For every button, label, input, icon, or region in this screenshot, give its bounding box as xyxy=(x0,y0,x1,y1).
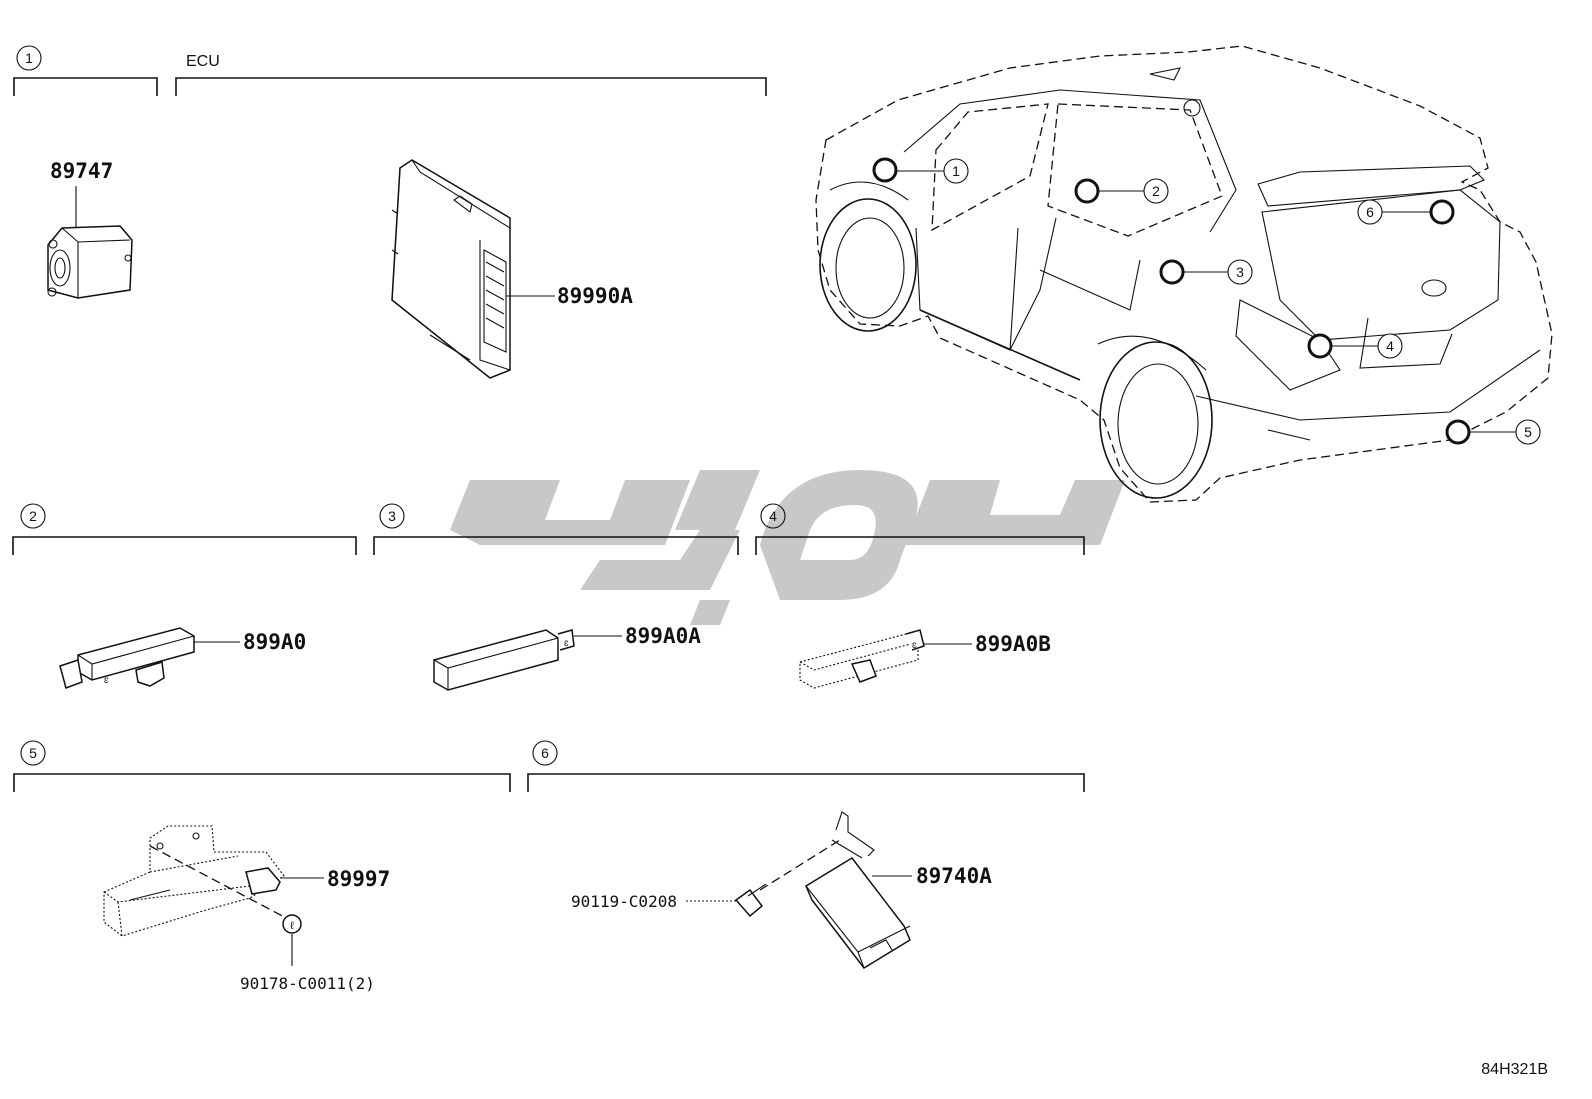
vehicle-callout-4-number: 4 xyxy=(1386,338,1394,354)
antenna-icon: ɛ xyxy=(433,629,575,691)
section-2-number: 2 xyxy=(29,508,37,524)
vehicle-callout-1-number: 1 xyxy=(952,163,960,179)
vehicle-callout-6-number: 6 xyxy=(1366,204,1374,220)
diagram-code: 84H321B xyxy=(1481,1061,1548,1078)
part-number-89990A: 89990A xyxy=(557,284,633,308)
part-899A0[interactable]: ɛ 899A0 xyxy=(59,627,306,689)
bracket-icon xyxy=(103,825,285,937)
section-1-number: 1 xyxy=(25,50,33,66)
vehicle-callout-4[interactable]: 4 xyxy=(1307,333,1403,359)
vehicle-callout-2[interactable]: 2 xyxy=(1074,178,1169,204)
part-number-89740A: 89740A xyxy=(916,864,992,888)
bolt-icon xyxy=(734,883,767,918)
section-2-header: 2 xyxy=(12,503,357,555)
part-number-89997: 89997 xyxy=(327,867,390,891)
antenna-icon: ɛ xyxy=(59,627,195,689)
section-6-header: 6 xyxy=(527,740,1085,792)
camera-module-icon xyxy=(47,225,133,299)
vehicle-icon xyxy=(815,45,1553,503)
part-number-899A0: 899A0 xyxy=(243,630,306,654)
svg-text:ɛ: ɛ xyxy=(104,675,109,686)
part-number-89747: 89747 xyxy=(50,159,113,183)
part-899A0A[interactable]: ɛ 899A0A xyxy=(433,624,701,691)
section-5-header: 5 xyxy=(13,740,511,792)
part-89747[interactable]: 89747 xyxy=(47,159,133,299)
section-6-number: 6 xyxy=(541,745,549,761)
vehicle-callout-6[interactable]: 6 xyxy=(1357,199,1455,225)
section-3-number: 3 xyxy=(388,508,396,524)
antenna-icon: ɛ xyxy=(799,629,925,689)
clip-icon: ℓ xyxy=(282,914,302,934)
part-89997[interactable]: 89997 ℓ 90178-C0011(2) xyxy=(103,825,390,993)
part-number-90178: 90178-C0011(2) xyxy=(240,974,375,993)
section-ecu-header: ECU xyxy=(175,53,767,96)
section-4-header: 4 xyxy=(755,503,1085,555)
section-3-header: 3 xyxy=(373,503,739,555)
part-89740A[interactable]: 89740A 90119-C0208 xyxy=(571,811,992,969)
vehicle-overview: 1 2 3 4 5 6 xyxy=(815,45,1553,503)
ecu-module-icon xyxy=(391,159,511,379)
vehicle-callout-1[interactable]: 1 xyxy=(872,157,969,184)
part-89990A[interactable]: 89990A xyxy=(391,159,633,379)
vehicle-callout-2-number: 2 xyxy=(1152,183,1160,199)
vehicle-callout-5-number: 5 xyxy=(1524,424,1532,440)
part-899A0B[interactable]: ɛ 899A0B xyxy=(799,629,1051,689)
vehicle-callout-5[interactable]: 5 xyxy=(1445,419,1541,445)
svg-text:ɛ: ɛ xyxy=(564,638,569,649)
vehicle-callout-3[interactable]: 3 xyxy=(1159,259,1253,285)
part-number-899A0B: 899A0B xyxy=(975,632,1051,656)
section-5-number: 5 xyxy=(29,745,37,761)
watermark-logo xyxy=(450,470,1125,625)
vehicle-callout-3-number: 3 xyxy=(1236,264,1244,280)
svg-text:ɛ: ɛ xyxy=(912,640,917,651)
ecu-module-icon xyxy=(805,811,911,969)
part-number-899A0A: 899A0A xyxy=(625,624,701,648)
part-number-90119: 90119-C0208 xyxy=(571,892,677,911)
section-ecu-label: ECU xyxy=(186,53,220,70)
section-1-header: 1 xyxy=(13,45,158,96)
section-4-number: 4 xyxy=(769,508,777,524)
svg-text:ℓ: ℓ xyxy=(290,920,294,932)
